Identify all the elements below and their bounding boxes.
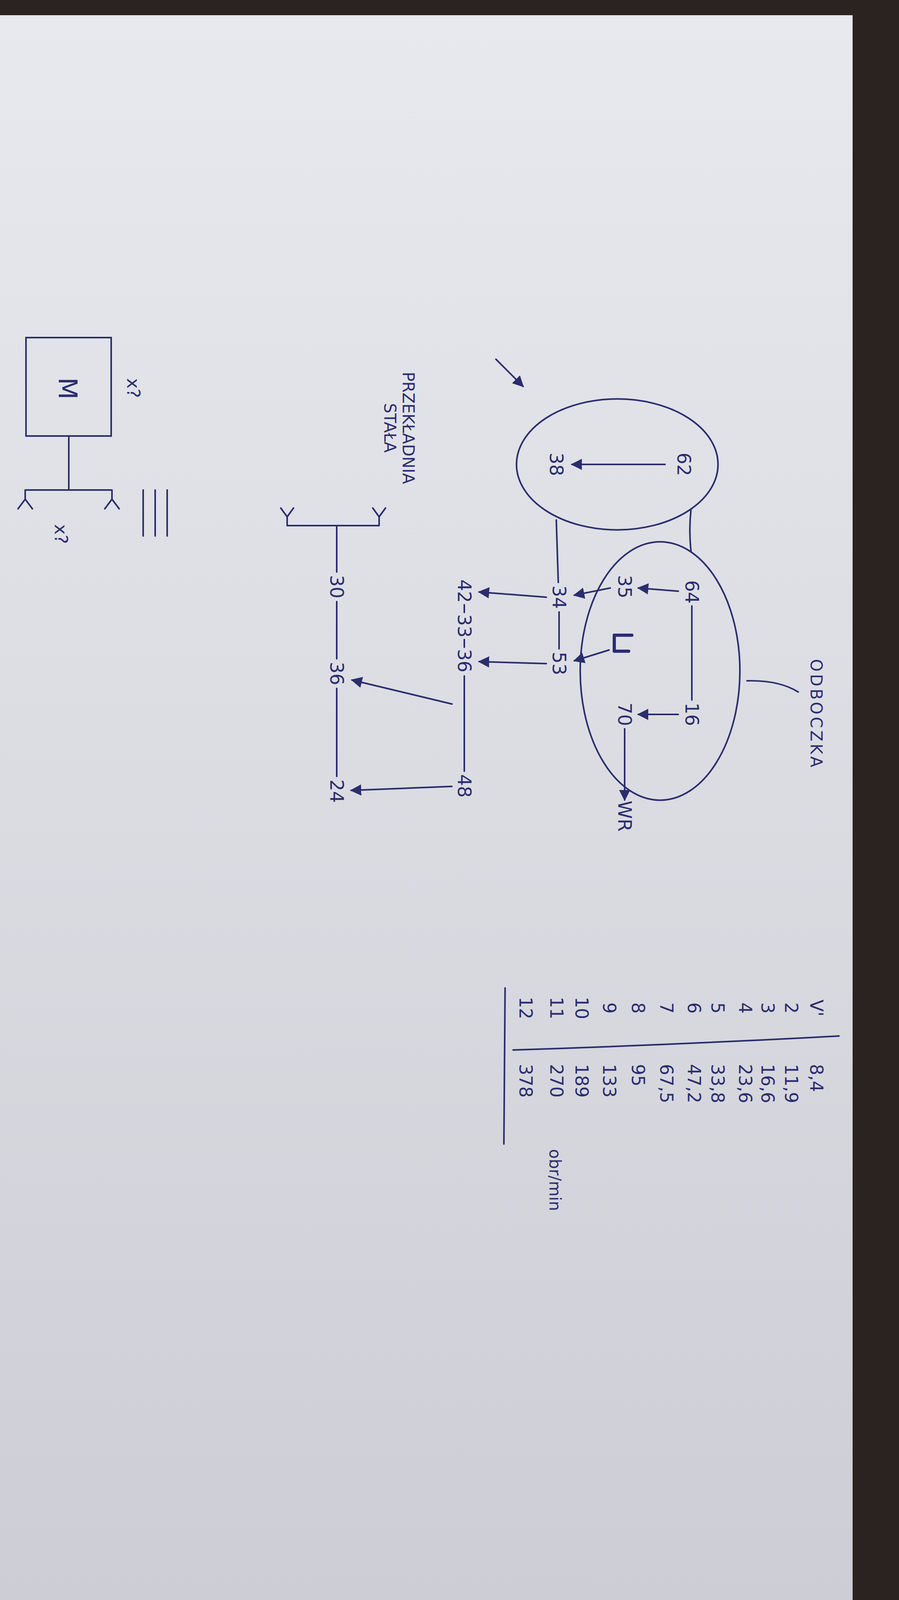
unit-label: obr/min	[545, 1148, 565, 1211]
oval-line	[516, 398, 719, 530]
shaft-arrow	[351, 786, 452, 791]
motor-box: M	[25, 336, 112, 437]
table-cell: 12	[515, 996, 536, 1019]
table-cell: 189	[571, 1063, 592, 1098]
table-cell: 6	[683, 1002, 705, 1014]
output-label: WR	[614, 800, 636, 832]
unknown-mark: x?	[123, 378, 144, 398]
gear-group-oval: 62 38	[515, 397, 720, 531]
table-cell: 8,4	[806, 1063, 827, 1092]
table-cell: 378	[515, 1063, 536, 1098]
table-cell: 16,6	[757, 1063, 778, 1103]
table-cell: 95	[627, 1063, 649, 1087]
mesh-line	[335, 601, 338, 777]
annotation-label: PRZEKŁADNIA STAŁA	[380, 371, 418, 485]
gear-number: 36	[453, 649, 476, 673]
table-cell: 270	[546, 1063, 567, 1098]
gear-number: 48	[453, 774, 476, 798]
table-cell: 23,6	[735, 1063, 756, 1103]
node-text: 70	[614, 702, 636, 727]
table-cell: 47,2	[683, 1063, 705, 1103]
table-cell: 2	[781, 1002, 802, 1014]
table-cell: 9	[599, 1002, 620, 1014]
shaft-arrow	[574, 587, 611, 596]
gear-number: 53	[548, 651, 570, 676]
shaft-arrow	[479, 591, 547, 598]
table-cell: 8	[627, 1002, 649, 1014]
table-cell: 3	[757, 1002, 778, 1014]
motor-fork-symbol	[17, 436, 120, 509]
unknown-mark: x?	[50, 524, 72, 544]
table-header: V'	[806, 999, 827, 1017]
equivalence-symbol	[143, 489, 168, 536]
shaft-arrow	[571, 463, 666, 466]
gear-number: 24	[326, 779, 348, 804]
mesh-line	[558, 611, 560, 649]
node-text: 38	[545, 452, 568, 477]
shaft-arrow	[574, 649, 610, 661]
node-text: 16	[681, 702, 703, 727]
table-cell: 67,5	[656, 1063, 677, 1103]
shaft-arrow	[479, 661, 547, 664]
table-cell: 4	[735, 1002, 756, 1014]
oval-line	[580, 541, 740, 801]
gear-number: 34	[548, 585, 570, 610]
shaft-arrow	[351, 679, 452, 704]
clutch-symbol	[614, 635, 632, 652]
table-cell: 33,8	[707, 1063, 728, 1103]
branch-gear-oval: 64 16 35 70	[579, 539, 742, 802]
gear-number: 36	[326, 661, 348, 686]
oval-outline	[579, 539, 742, 802]
node-text: 62	[673, 452, 695, 477]
node-text: 35	[614, 575, 636, 599]
mesh-line	[691, 605, 693, 700]
leader-arrow	[495, 359, 524, 387]
gear-fork-symbol	[280, 507, 386, 572]
table-cell: 7	[656, 1002, 677, 1014]
table-rule	[503, 987, 506, 1144]
node-text: M	[52, 377, 82, 400]
mesh-line	[556, 519, 559, 583]
gear-number: 30	[326, 575, 348, 599]
node-text: 64	[681, 580, 703, 604]
table-cell: 11	[546, 996, 567, 1019]
mesh-line	[463, 675, 466, 772]
output-arrow	[623, 728, 626, 800]
gear-number: 33	[453, 614, 476, 638]
connector-line	[689, 508, 692, 552]
shaft-arrow	[638, 713, 679, 716]
paper-sheet	[0, 15, 853, 1600]
table-cell: 10	[571, 996, 592, 1019]
table-cell: 11,9	[781, 1063, 802, 1103]
shaft-arrow	[638, 587, 679, 592]
leader-line	[747, 680, 799, 692]
table-cell: 5	[707, 1002, 728, 1014]
gear-number: 42	[453, 579, 476, 604]
annotation-label: ODBOCZKA	[807, 659, 826, 770]
table-rule	[513, 1035, 840, 1050]
table-cell: 133	[599, 1063, 620, 1098]
